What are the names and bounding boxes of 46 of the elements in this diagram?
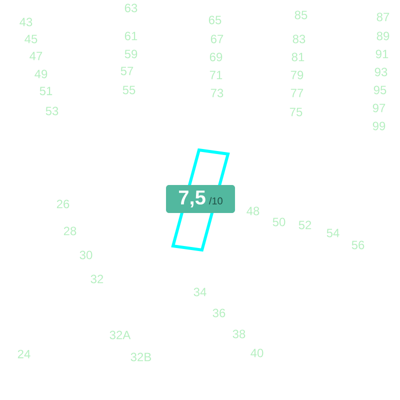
- house-number: 63: [124, 4, 138, 12]
- house-number: 87: [376, 12, 390, 22]
- house-number: 32B: [130, 352, 152, 362]
- house-number: 77: [290, 88, 304, 98]
- house-number: 79: [290, 70, 304, 80]
- rating-badge: 7,5 /10: [166, 185, 235, 213]
- house-number: 95: [374, 86, 386, 94]
- house-number: 53: [46, 106, 58, 116]
- house-number: 32: [90, 274, 104, 284]
- house-number: 24: [18, 350, 30, 358]
- house-number: 61: [124, 32, 138, 40]
- house-number: 69: [210, 52, 222, 62]
- house-number: 89: [376, 32, 390, 40]
- house-number: 51: [40, 86, 52, 96]
- house-number: 34: [194, 288, 206, 296]
- house-number: 91: [376, 50, 388, 58]
- house-number: 83: [292, 34, 306, 44]
- house-number: 55: [122, 86, 136, 94]
- house-number: 59: [124, 50, 138, 58]
- house-number: 28: [64, 226, 76, 236]
- house-number: 85: [294, 10, 308, 20]
- house-number: 47: [30, 52, 42, 60]
- house-number: 26: [56, 200, 70, 208]
- house-number: 49: [34, 70, 48, 78]
- house-number: 48: [246, 206, 260, 216]
- house-number: 73: [210, 88, 224, 98]
- house-number: 65: [208, 16, 222, 24]
- house-number: 43: [20, 18, 32, 26]
- house-number: 52: [298, 220, 312, 230]
- house-number: 40: [250, 348, 264, 358]
- house-number: 57: [120, 66, 134, 76]
- house-number: 97: [372, 104, 386, 112]
- house-number: 67: [210, 34, 224, 44]
- house-number: 54: [326, 228, 340, 238]
- house-number: 81: [292, 52, 304, 62]
- house-number: 32A: [110, 330, 131, 340]
- house-number: 56: [352, 240, 364, 250]
- house-number: 99: [372, 122, 386, 130]
- house-number: 38: [232, 330, 246, 338]
- house-number: 45: [24, 34, 38, 44]
- house-number: 71: [210, 70, 222, 80]
- house-number: 30: [80, 250, 92, 260]
- house-number: 75: [290, 108, 302, 116]
- house-number: 93: [374, 68, 388, 76]
- house-number: 50: [272, 218, 286, 226]
- house-number: 36: [212, 308, 226, 318]
